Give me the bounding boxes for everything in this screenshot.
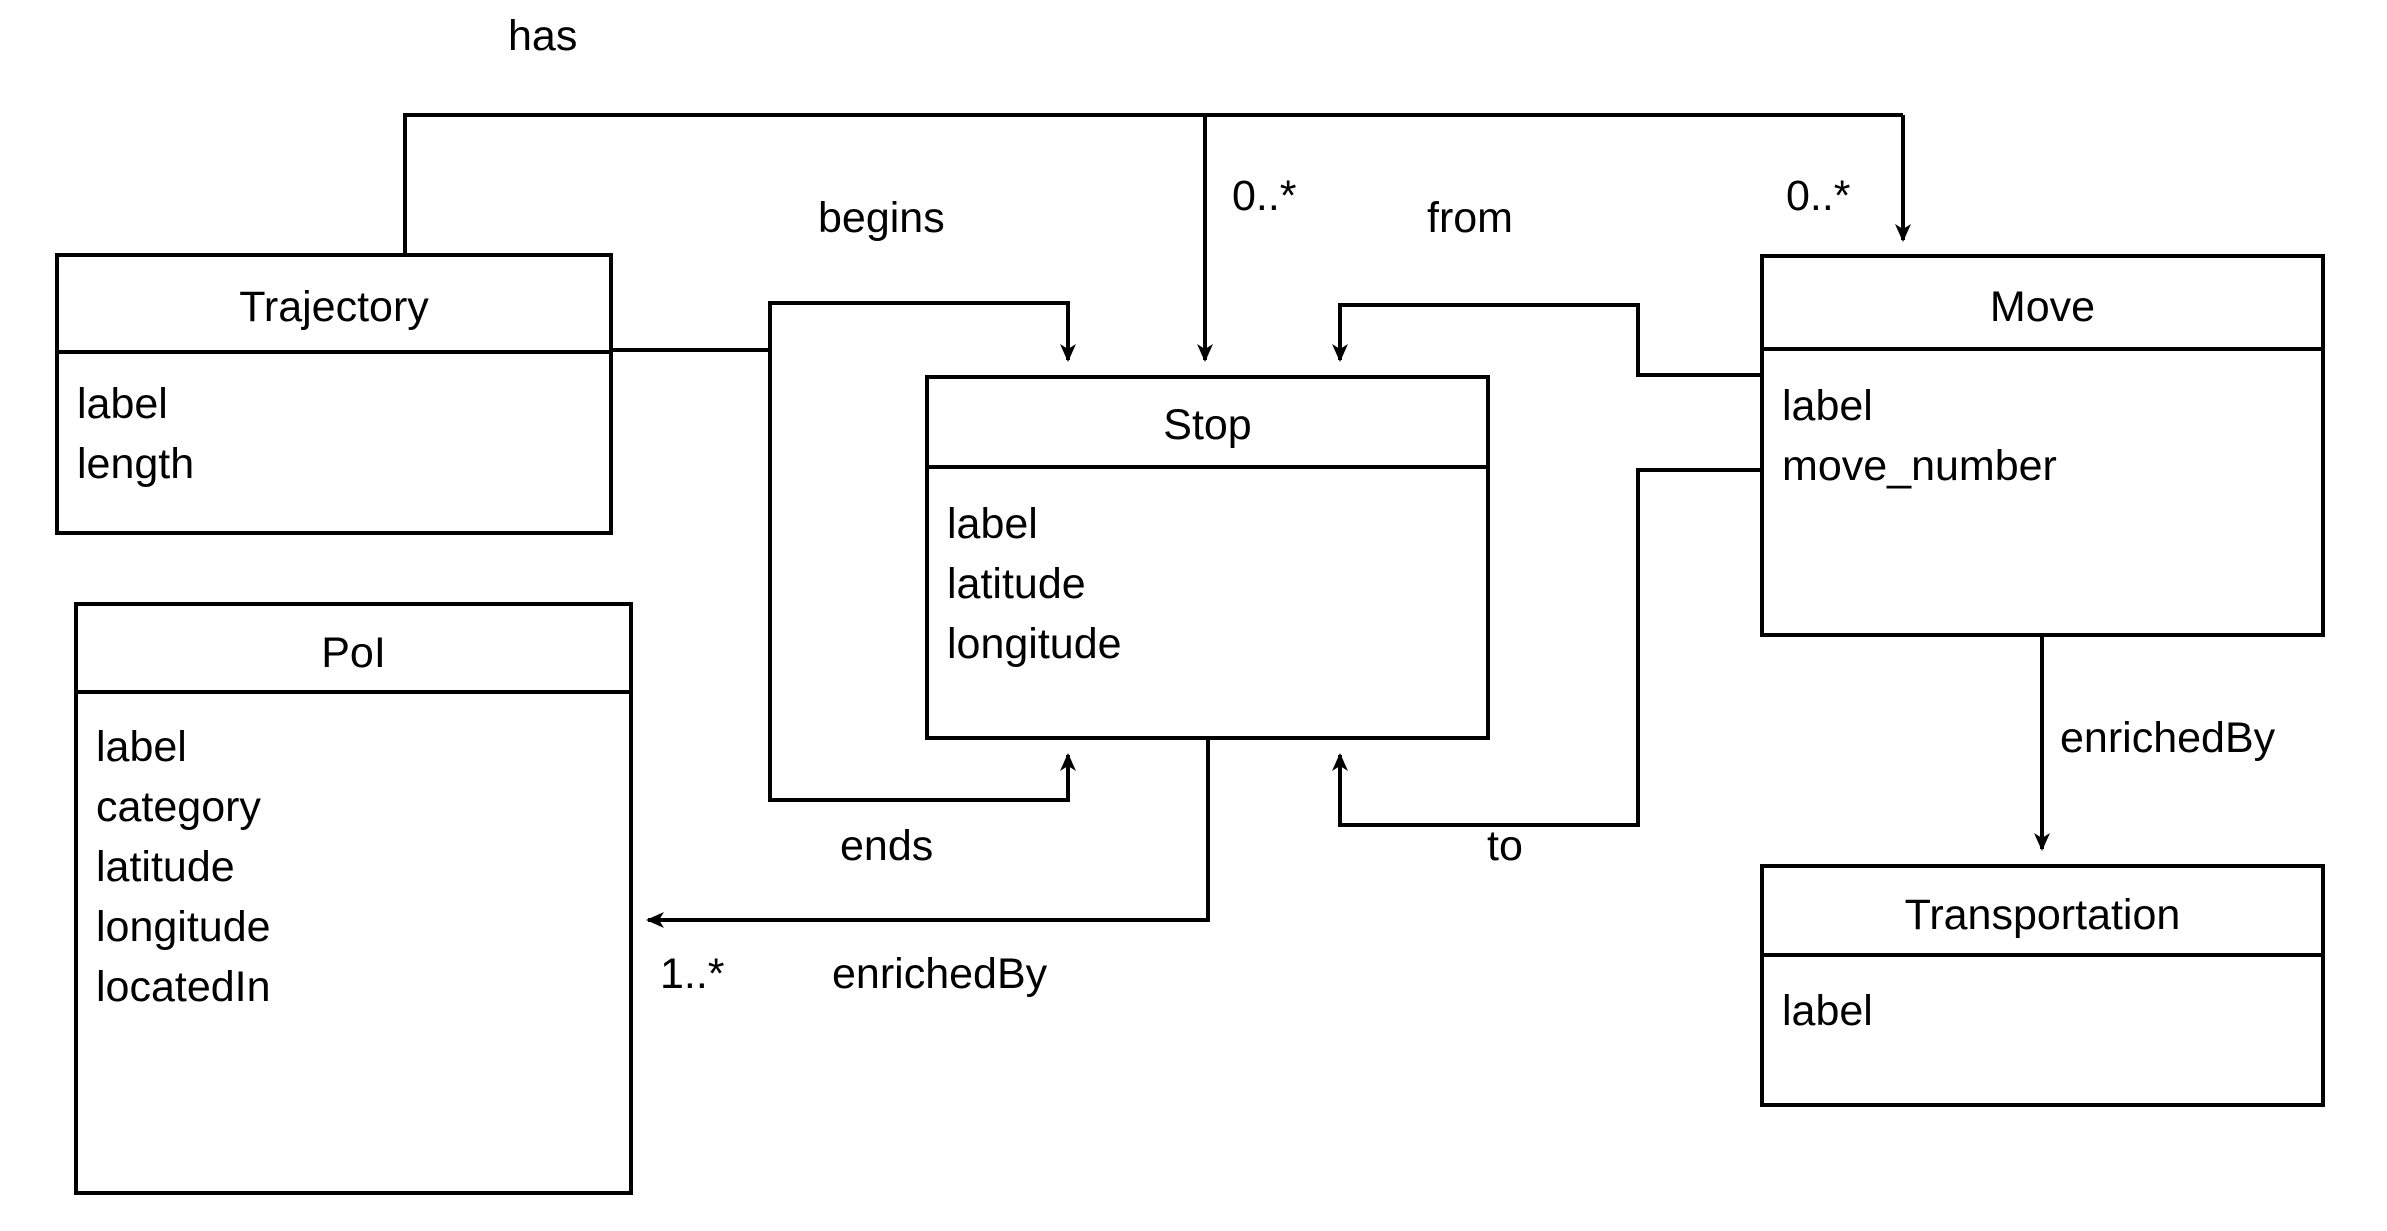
class-box-poi[interactable]: PoI label category latitude longitude lo…	[74, 602, 633, 1195]
attribute-poi-latitude: latitude	[96, 843, 235, 891]
edge-label-from: from	[1427, 194, 1513, 242]
attribute-poi-label: label	[96, 723, 187, 771]
attribute-trajectory-length: length	[77, 440, 195, 488]
class-box-move[interactable]: Move label move_number	[1760, 254, 2325, 637]
attribute-poi-locatedin: locatedIn	[96, 963, 271, 1011]
edge-ends	[768, 350, 1076, 802]
edge-label-ends: ends	[840, 822, 934, 870]
edge-stop-enriched-by	[646, 740, 1210, 928]
class-divider-stop	[929, 465, 1486, 469]
edge-to	[1332, 468, 1760, 827]
class-title-trajectory: Trajectory	[239, 283, 429, 331]
attribute-trajectory-label: label	[77, 380, 168, 428]
class-title-move: Move	[1989, 283, 2096, 331]
class-divider-move	[1764, 347, 2321, 351]
class-title-poi: PoI	[321, 629, 386, 677]
class-divider-poi	[78, 690, 629, 694]
attribute-stop-latitude: latitude	[947, 560, 1086, 608]
class-box-trajectory[interactable]: Trajectory label length	[55, 253, 613, 535]
edge-label-begins: begins	[818, 194, 945, 242]
attribute-transportation-label: label	[1782, 987, 1873, 1035]
attribute-stop-label: label	[947, 500, 1038, 548]
class-title-transportation: Transportation	[1904, 891, 2181, 939]
edge-label-multiplicity-has-move: 0..*	[1786, 172, 1851, 220]
edge-label-multiplicity-has-stop: 0..*	[1232, 172, 1297, 220]
attribute-poi-category: category	[96, 783, 261, 831]
class-divider-trajectory	[59, 350, 609, 354]
class-box-stop[interactable]: Stop label latitude longitude	[925, 375, 1490, 740]
edge-label-multiplicity-poi: 1..*	[660, 950, 725, 998]
edge-from	[1332, 303, 1760, 377]
edge-has-trunk	[403, 113, 1903, 253]
edge-label-to: to	[1487, 822, 1523, 870]
attribute-move-label: label	[1782, 382, 1873, 430]
attribute-poi-longitude: longitude	[96, 903, 271, 951]
edge-label-move-enriched-by: enrichedBy	[2060, 714, 2276, 762]
edge-label-stop-enriched-by: enrichedBy	[832, 950, 1048, 998]
class-box-transportation[interactable]: Transportation label	[1760, 864, 2325, 1107]
edge-begins	[613, 301, 1076, 362]
attribute-stop-longitude: longitude	[947, 620, 1122, 668]
class-title-stop: Stop	[1163, 401, 1252, 449]
class-divider-transportation	[1764, 953, 2321, 957]
attribute-move-move-number: move_number	[1782, 442, 2057, 490]
edge-label-has: has	[508, 12, 578, 60]
